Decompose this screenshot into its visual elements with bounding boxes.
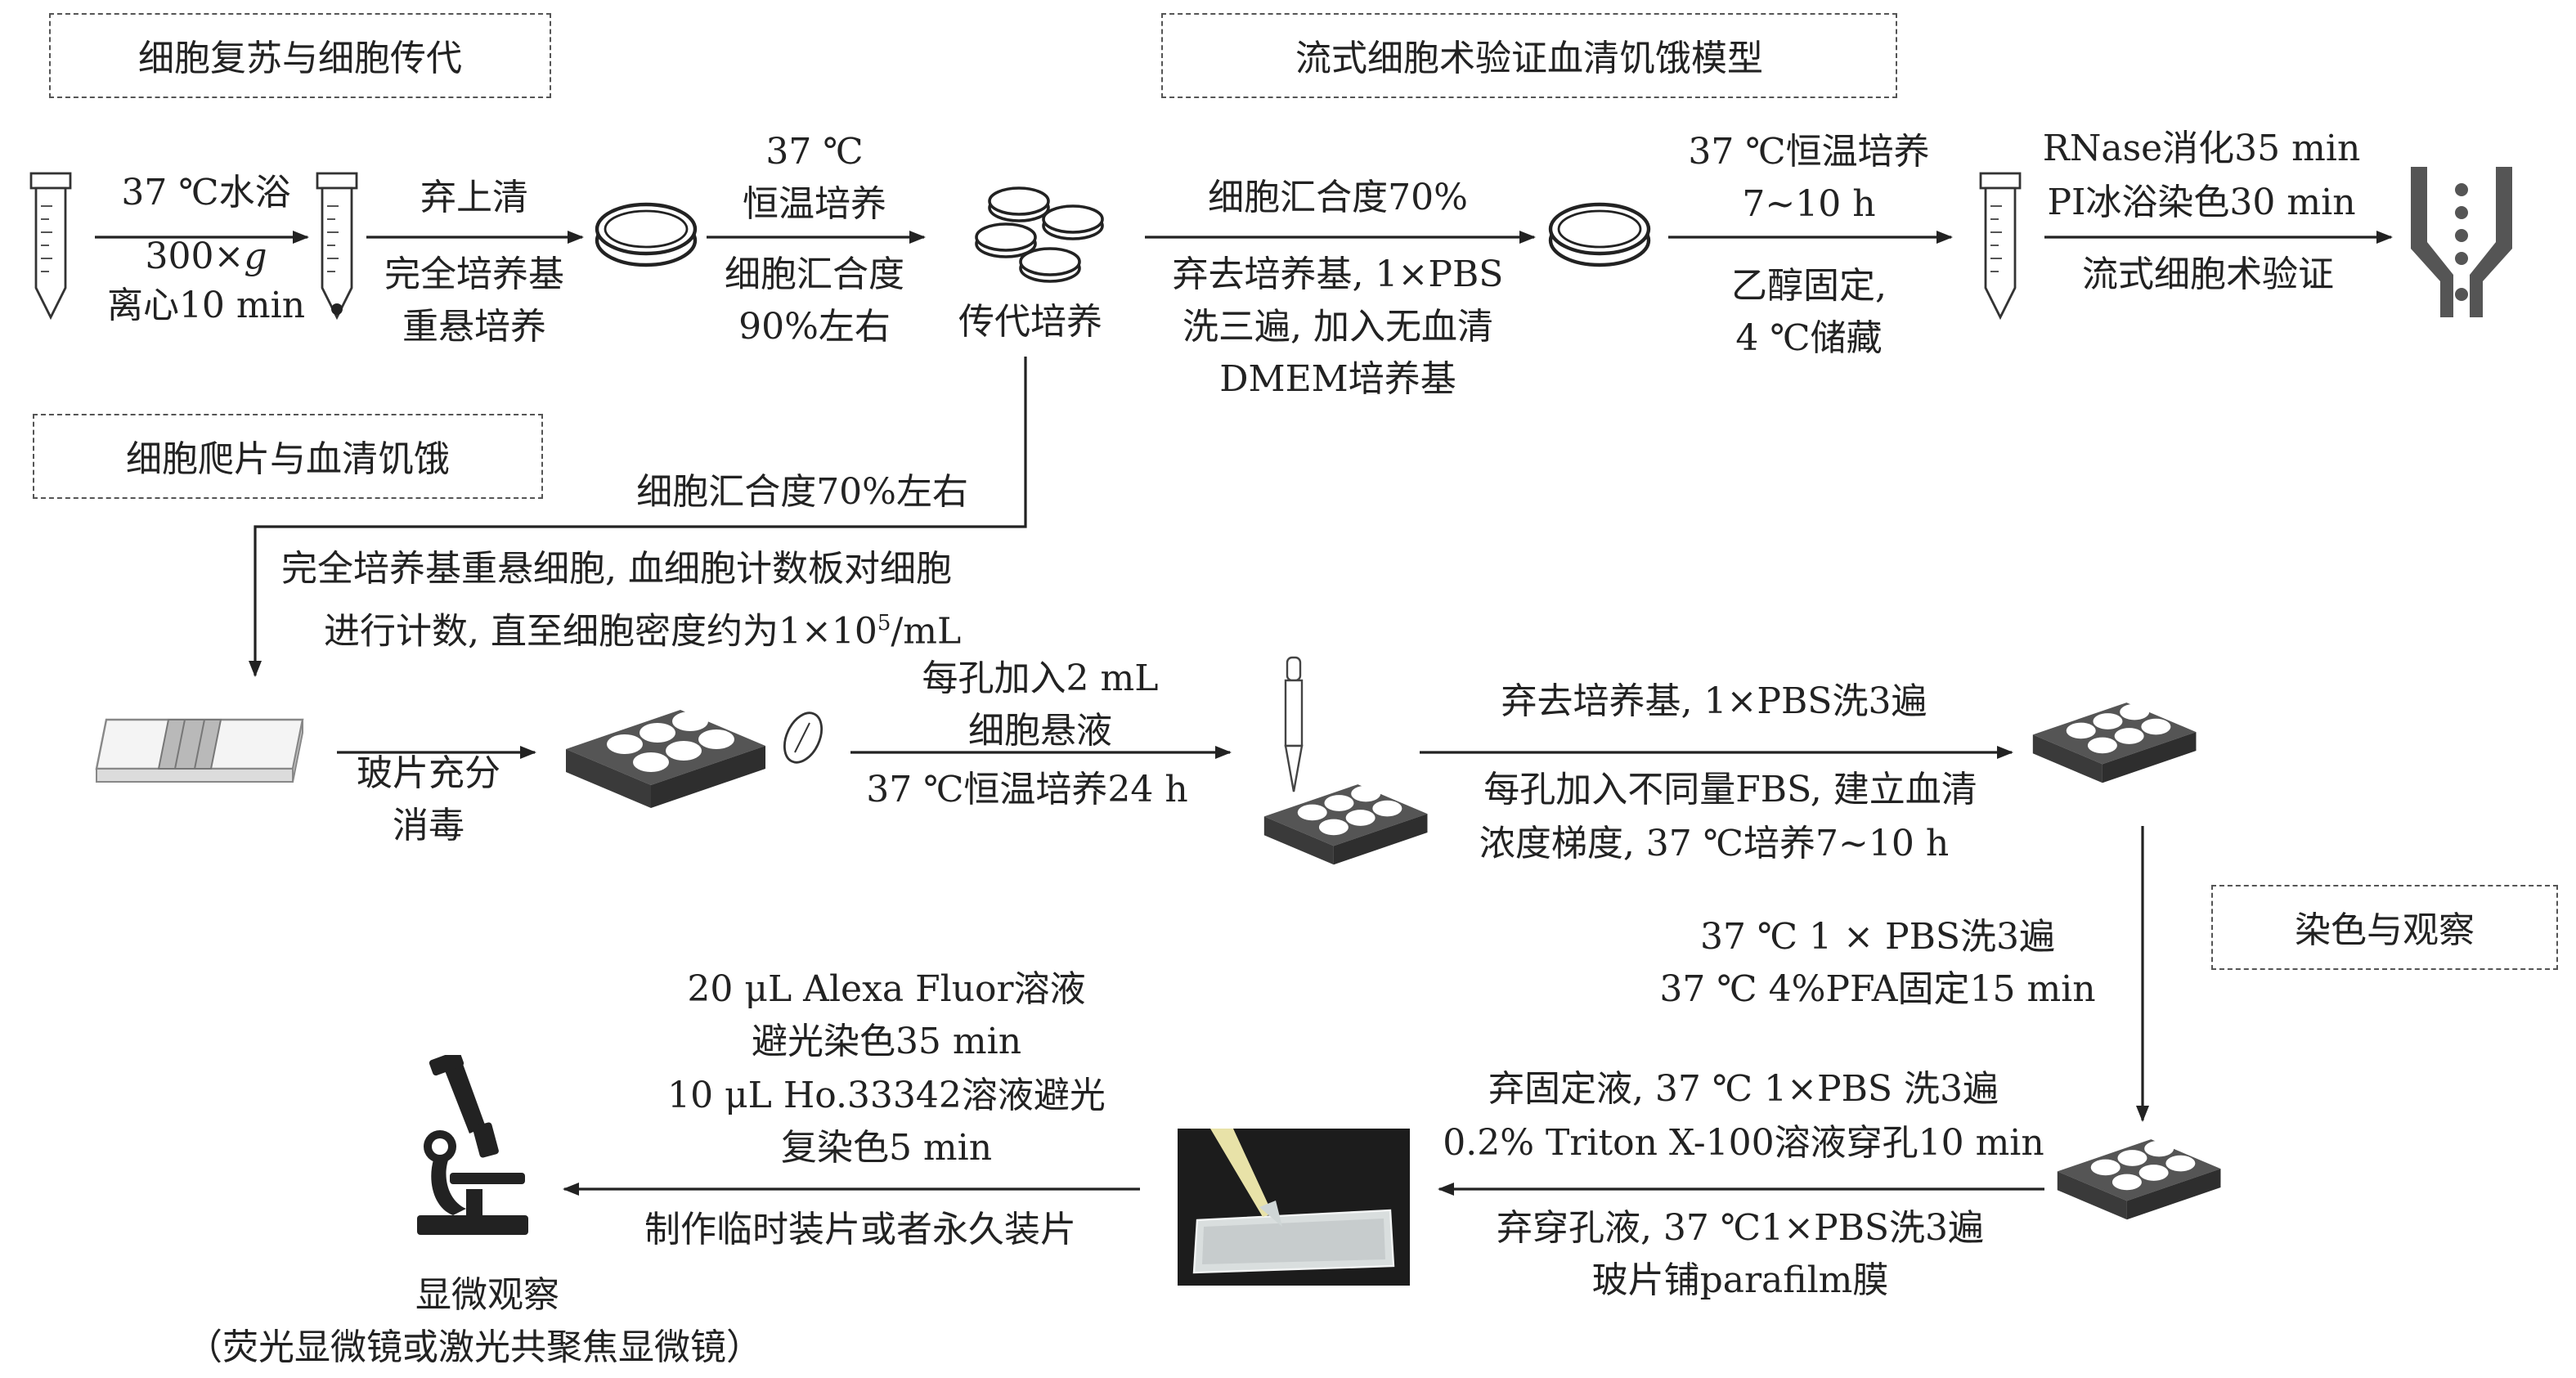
label-resuspend-1: 完全培养基 xyxy=(384,255,565,296)
label-wash3: 37 ℃ 1 × PBS洗3遍 xyxy=(1699,918,2056,958)
label-resuspend-2: 重悬培养 xyxy=(402,307,547,348)
label-starve-2: 洗三遍, 加入无血清 xyxy=(1183,307,1493,348)
label-starve-1: 弃去培养基, 1×PBS xyxy=(1172,255,1504,296)
label-fbs-1: 每孔加入不同量FBS, 建立血清 xyxy=(1483,770,1977,811)
density-unit: /mL xyxy=(891,612,962,653)
label-fbs-2: 浓度梯度, 37 ℃培养7~10 h xyxy=(1479,824,1950,865)
density-exponent: 5 xyxy=(877,612,891,636)
label-pfa: 37 ℃ 4%PFA固定15 min xyxy=(1659,970,2096,1011)
label-confluence-1: 细胞汇合度 xyxy=(724,255,905,296)
label-starve-3: DMEM培养基 xyxy=(1219,360,1456,401)
label-incubate24: 37 ℃恒温培养24 h xyxy=(866,770,1188,811)
label-add-1: 每孔加入2 mL xyxy=(922,659,1159,700)
label-disinfect-2: 消毒 xyxy=(392,806,465,847)
centrifuge-tube-icon xyxy=(29,172,72,321)
section-recovery: 细胞复苏与细胞传代 xyxy=(49,13,551,98)
label-confluence-2: 90%左右 xyxy=(738,307,891,348)
arrow-connector xyxy=(249,357,1027,677)
label-incubate2-1: 37 ℃恒温培养 xyxy=(1688,132,1930,173)
section-flow: 流式细胞术验证血清饥饿模型 xyxy=(1161,13,1897,98)
centrifuge-g-text: g xyxy=(244,237,267,278)
label-alexa-1: 20 μL Alexa Fluor溶液 xyxy=(687,970,1086,1011)
label-microscope-type: （荧光显微镜或激光共聚焦显微镜） xyxy=(186,1328,763,1369)
slide-photo xyxy=(1178,1129,1410,1286)
label-disinfect-1: 玻片充分 xyxy=(356,754,501,795)
petri-dish-icon xyxy=(595,202,698,267)
label-triton: 0.2% Triton X-100溶液穿孔10 min xyxy=(1443,1124,2044,1165)
label-discard-perm: 弃穿孔液, 37 ℃1×PBS洗3遍 xyxy=(1496,1209,1985,1250)
label-observe: 显微观察 xyxy=(415,1276,560,1317)
label-incubate: 恒温培养 xyxy=(742,185,887,226)
pipette-icon xyxy=(1284,656,1304,792)
six-well-plate-icon xyxy=(2057,1139,2221,1220)
section-stain: 染色与观察 xyxy=(2211,885,2558,970)
count-2-text: 进行计数, 直至细胞密度约为1×10 xyxy=(324,612,877,653)
label-passage: 传代培养 xyxy=(958,303,1103,343)
label-pi: PI冰浴染色30 min xyxy=(2047,183,2356,224)
microscope-icon xyxy=(417,1055,528,1235)
pellet-tube-icon xyxy=(316,172,358,321)
six-well-plate-icon xyxy=(1263,784,1428,865)
hemocytometer-icon xyxy=(95,718,304,783)
label-mount: 制作临时装片或者永久装片 xyxy=(644,1210,1077,1251)
label-alexa-2: 避光染色35 min xyxy=(751,1022,1022,1063)
label-rnase: RNase消化35 min xyxy=(2042,129,2361,170)
label-centrifuge-time: 离心10 min xyxy=(106,286,306,327)
label-discard-supernatant: 弃上清 xyxy=(420,178,529,219)
six-well-plate-icon xyxy=(2032,702,2197,783)
label-add-2: 细胞悬液 xyxy=(967,711,1113,752)
passage-dishes-icon xyxy=(975,186,1104,283)
label-incubate2-2: 7~10 h xyxy=(1742,185,1876,226)
six-well-plate-icon xyxy=(566,710,765,808)
centrifuge-speed-text: 300× xyxy=(145,237,245,278)
label-parafilm: 玻片铺parafilm膜 xyxy=(1591,1261,1889,1302)
section-slide: 细胞爬片与血清饥饿 xyxy=(33,414,543,499)
coverslip-icon xyxy=(783,711,824,764)
label-count-1: 完全培养基重悬细胞, 血细胞计数板对细胞 xyxy=(281,550,952,590)
label-discard-wash: 弃去培养基, 1×PBS洗3遍 xyxy=(1501,682,1928,723)
label-discard-fix: 弃固定液, 37 ℃ 1×PBS 洗3遍 xyxy=(1488,1070,1999,1111)
stained-tube-icon xyxy=(1979,172,2022,321)
label-flow-verify: 流式细胞术验证 xyxy=(2081,255,2335,296)
label-hoechst-1: 10 μL Ho.33342溶液避光 xyxy=(667,1076,1106,1117)
label-fix-1: 乙醇固定, xyxy=(1731,267,1887,307)
label-water-bath: 37 ℃水浴 xyxy=(121,173,291,214)
flow-cytometer-icon xyxy=(2411,167,2512,317)
label-fix-2: 4 ℃储藏 xyxy=(1735,319,1883,360)
label-confluence-70: 细胞汇合度70% xyxy=(1208,178,1468,219)
label-hoechst-2: 复染色5 min xyxy=(780,1129,993,1169)
label-confluence70-approx: 细胞汇合度70%左右 xyxy=(636,473,968,514)
label-centrifuge-speed: 300×g xyxy=(145,232,267,285)
label-incubate-temp: 37 ℃ xyxy=(765,132,864,173)
label-count-2: 进行计数, 直至细胞密度约为1×105/mL xyxy=(324,599,961,660)
petri-dish-icon xyxy=(1548,202,1651,267)
